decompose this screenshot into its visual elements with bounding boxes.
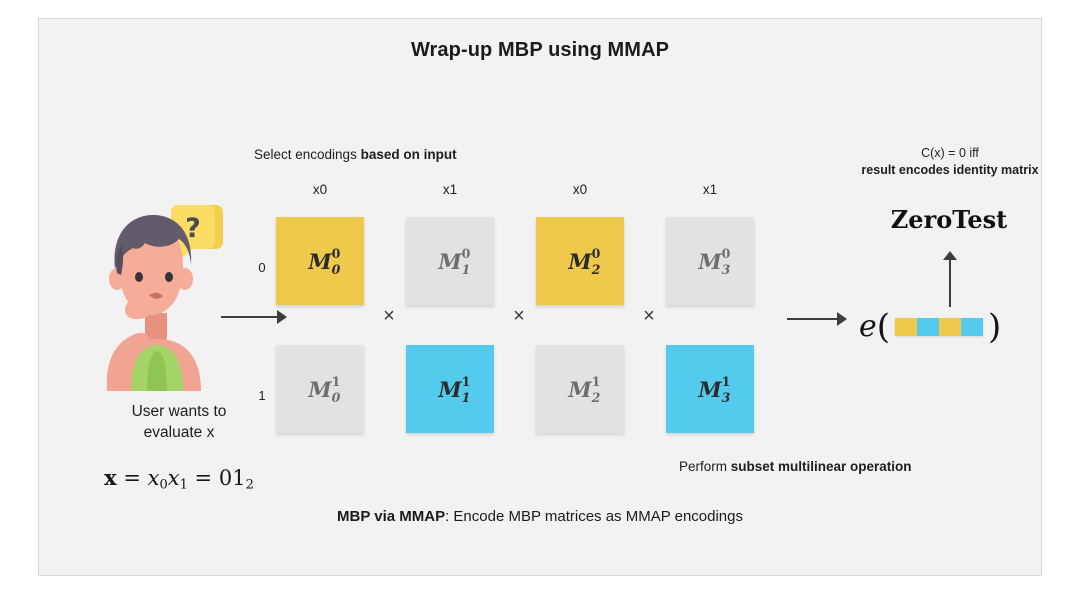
annotation-subset-multilinear: Perform subset multilinear operation <box>679 459 912 474</box>
matrix-sup-0-0: 0 <box>331 245 341 261</box>
user-caption-line1: User wants to <box>131 403 227 420</box>
matrix-sup-0-2: 0 <box>591 245 601 261</box>
right-arrow-icon <box>221 310 287 324</box>
annotation-ctest-line1: C(x) = 0 iff <box>921 146 979 160</box>
annotation-zerotest-condition: C(x) = 0 iff result encodes identity mat… <box>839 145 1061 179</box>
row-label-0: 0 <box>258 260 266 275</box>
matrix-sub-0-2: 2 <box>591 262 601 278</box>
annotation-subset-bold: subset multilinear operation <box>730 459 912 474</box>
bottom-caption-bold: MBP via MMAP <box>337 508 446 525</box>
annotation-subset-prefix: Perform <box>679 459 731 474</box>
matrix-sup-0-1: 0 <box>461 245 471 261</box>
user-caption-line2: evaluate x <box>143 424 215 441</box>
matrix-base-1-0: M <box>308 376 332 402</box>
encoding-segment-2 <box>939 318 962 336</box>
bottom-caption: MBP via MMAP: Encode MBP matrices as MMA… <box>39 508 1041 525</box>
matrix-sub-1-1: 1 <box>461 390 471 406</box>
thinking-user-icon: ? <box>106 205 223 391</box>
column-header-2: x0 <box>572 182 588 197</box>
encoding-result-bar <box>895 318 984 336</box>
zerotest-label: ZeroTest <box>890 205 1008 234</box>
bottom-caption-rest: : Encode MBP matrices as MMAP encodings <box>445 508 743 525</box>
formula-eq1: = <box>116 466 148 490</box>
encoding-segment-1 <box>917 318 940 336</box>
right-arrow-icon <box>787 312 847 326</box>
slide-panel: Wrap-up MBP using MMAP ? <box>38 18 1042 576</box>
flow-arrow-to-encoding <box>787 307 847 331</box>
matrix-sup-1-1: 1 <box>461 373 471 389</box>
matrix-base-0-2: M <box>568 248 592 274</box>
encoding-segment-3 <box>961 318 984 336</box>
annotation-select-prefix: Select encodings <box>254 147 361 162</box>
matrix-base-0-3: M <box>698 248 722 274</box>
times-separator-1: × <box>513 305 525 327</box>
user-input-formula: x = x0x1 = 012 <box>59 465 299 493</box>
matrix-sub-0-0: 0 <box>331 262 341 278</box>
matrix-sub-0-3: 3 <box>721 262 731 278</box>
column-header-0: x0 <box>312 182 328 197</box>
matrix-sub-0-1: 1 <box>461 262 471 278</box>
times-separator-0: × <box>383 305 395 327</box>
formula-x1-sub: 1 <box>179 477 188 493</box>
formula-x: x <box>104 465 117 490</box>
times-separator-2: × <box>643 305 655 327</box>
svg-text:?: ? <box>185 213 201 244</box>
matrix-sup-0-3: 0 <box>721 245 731 261</box>
paren-close: ) <box>988 307 1002 347</box>
user-caption: User wants to evaluate x <box>59 401 299 443</box>
formula-value: 01 <box>218 466 246 490</box>
column-header-3: x1 <box>702 182 718 197</box>
encoding-expression: e ( ) <box>859 304 1001 350</box>
paren-open: ( <box>876 307 891 347</box>
up-arrow-icon <box>943 251 957 307</box>
matrix-sup-1-3: 1 <box>721 373 731 389</box>
column-header-1: x1 <box>442 182 458 197</box>
matrix-base-0-1: M <box>438 248 462 274</box>
annotation-ctest-line2: result encodes identity matrix <box>861 163 1039 177</box>
matrix-sup-1-2: 1 <box>591 373 601 389</box>
formula-eq2: = <box>187 466 219 490</box>
matrix-base-1-3: M <box>698 376 722 402</box>
formula-x0: x <box>147 466 160 490</box>
matrix-base-1-2: M <box>568 376 592 402</box>
row-label-1: 1 <box>258 388 266 403</box>
matrix-sub-1-3: 3 <box>721 390 731 406</box>
matrix-sub-1-0: 0 <box>331 390 341 406</box>
matrix-base-1-1: M <box>438 376 462 402</box>
formula-x0-sub: 0 <box>159 477 168 493</box>
annotation-select-bold: based on input <box>360 147 457 162</box>
flow-arrow-to-zerotest <box>939 251 961 307</box>
thinking-user-illustration: ? <box>87 201 227 391</box>
encoding-segment-0 <box>895 318 918 336</box>
formula-x1: x <box>167 466 180 490</box>
encoding-function-label: e <box>859 309 877 344</box>
matrix-sup-1-0: 1 <box>331 373 341 389</box>
matrix-sub-1-2: 2 <box>591 390 601 406</box>
flow-arrow-to-matrices <box>221 305 287 329</box>
annotation-select-encodings: Select encodings based on input <box>254 147 457 162</box>
matrix-base-0-0: M <box>308 248 332 274</box>
formula-value-sub: 2 <box>245 477 254 493</box>
page-title: Wrap-up MBP using MMAP <box>410 39 670 61</box>
